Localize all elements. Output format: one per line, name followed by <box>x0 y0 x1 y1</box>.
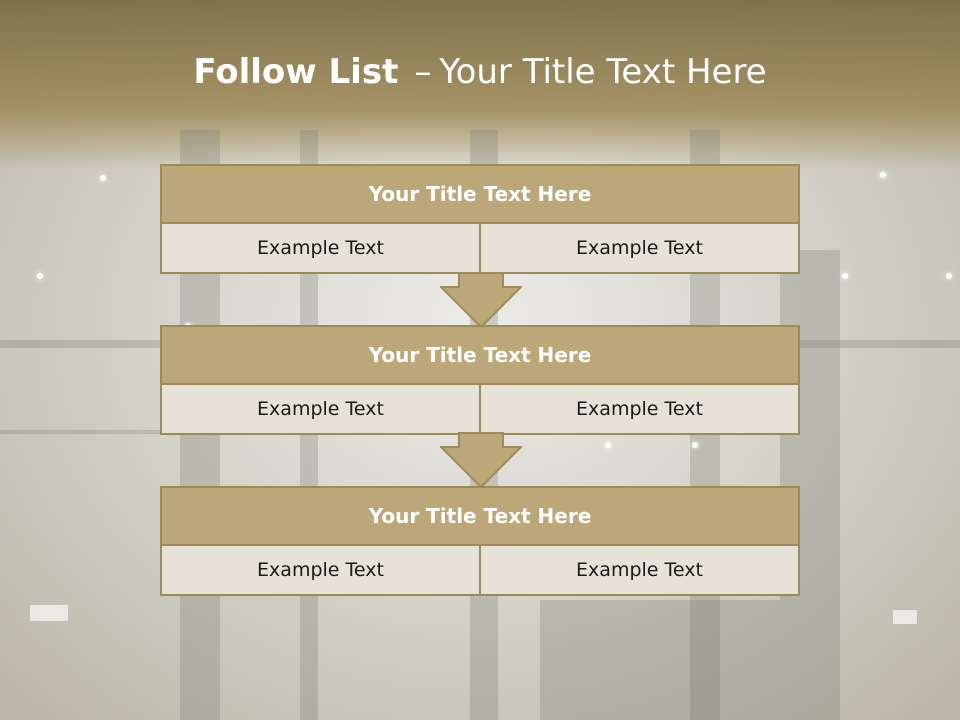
follow-block-2: Your Title Text Here Example Text Exampl… <box>160 325 800 435</box>
slide-title-dash: – <box>414 52 432 92</box>
slide-title-strong: Follow List <box>193 52 399 92</box>
follow-block-title: Your Title Text Here <box>162 166 798 224</box>
follow-block-row: Example Text Example Text <box>162 385 798 433</box>
follow-block-3: Your Title Text Here Example Text Exampl… <box>160 486 800 596</box>
down-arrow-icon <box>440 272 522 328</box>
down-arrow-icon <box>440 432 522 488</box>
follow-block-right-cell: Example Text <box>479 385 798 433</box>
follow-block-left-cell: Example Text <box>162 546 479 594</box>
follow-block-row: Example Text Example Text <box>162 546 798 594</box>
follow-block-1: Your Title Text Here Example Text Exampl… <box>160 164 800 274</box>
follow-block-left-cell: Example Text <box>162 385 479 433</box>
follow-block-row: Example Text Example Text <box>162 224 798 272</box>
follow-block-title: Your Title Text Here <box>162 327 798 385</box>
follow-block-title: Your Title Text Here <box>162 488 798 546</box>
follow-block-left-cell: Example Text <box>162 224 479 272</box>
follow-block-right-cell: Example Text <box>479 224 798 272</box>
follow-block-right-cell: Example Text <box>479 546 798 594</box>
slide-title: Follow List–Your Title Text Here <box>0 52 960 92</box>
slide-title-rest: Your Title Text Here <box>439 52 767 92</box>
